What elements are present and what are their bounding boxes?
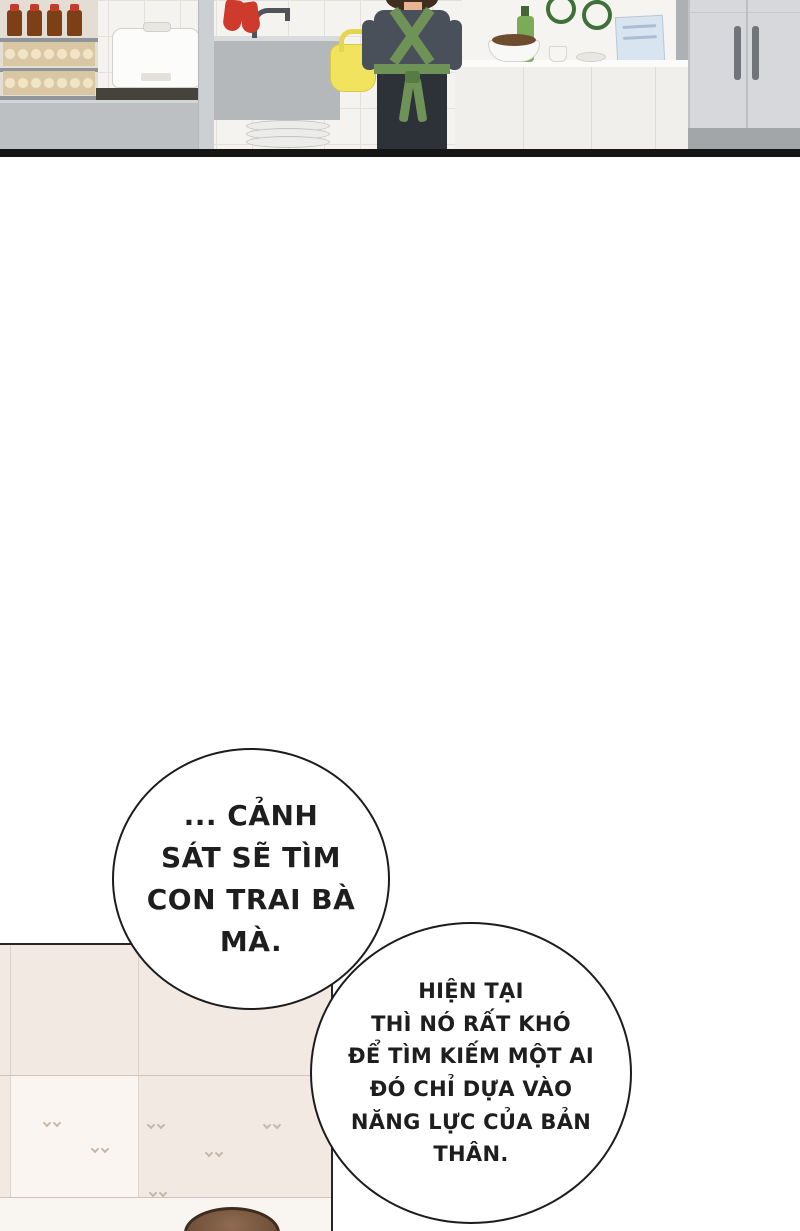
cup: [549, 46, 567, 62]
counter-seam: [655, 67, 656, 150]
sauce-bottle: [67, 4, 82, 36]
bubble-text-line: SÁT SẼ TÌM: [161, 841, 341, 874]
fridge-base: [688, 128, 800, 150]
chef-arm: [447, 20, 462, 70]
apron-bow-knot: [405, 71, 420, 83]
bubble-text-line: THÌ NÓ RẤT KHÓ: [371, 1011, 571, 1036]
sauce-bottle: [27, 4, 42, 36]
note-line: [622, 35, 657, 40]
wallpaper-mark: [42, 1111, 68, 1128]
shelf-bar: [0, 96, 98, 100]
fridge-handle: [752, 26, 759, 80]
wallpaper-mark: [204, 1141, 230, 1158]
egg-tray: [3, 71, 95, 95]
kitchen-counter: [455, 60, 688, 150]
bubble-text-line: CON TRAI BÀ: [146, 883, 356, 916]
wall-line: [0, 1075, 331, 1076]
fridge-handle: [734, 26, 741, 80]
wall-line: [0, 1197, 331, 1198]
wallpaper-mark: [148, 1181, 174, 1198]
sink-counter: [214, 36, 340, 120]
door-frame-line: [138, 945, 139, 1231]
shelf-bar: [0, 38, 98, 42]
sauce-bottle: [7, 4, 22, 36]
bubble-text-line: HIỆN TẠI: [418, 979, 524, 1004]
bubble-text-line: THÂN.: [433, 1142, 509, 1167]
bubble-text-left: ... CẢNH SÁT SẼ TÌM CON TRAI BÀ MÀ.: [147, 795, 356, 963]
wallpaper-mark: [90, 1137, 116, 1154]
chef-arm: [362, 20, 377, 70]
food-bowl: [488, 34, 540, 62]
cooker-shelf: [96, 88, 218, 100]
bubble-text-line: ĐÓ CHỈ DỰA VÀO: [369, 1077, 573, 1101]
bubble-text-line: NĂNG LỰC CỦA BẢN: [350, 1109, 592, 1134]
glove: [238, 0, 262, 35]
door-frame-line: [10, 945, 11, 1231]
note-line: [622, 24, 657, 29]
shelf-bar: [0, 68, 98, 72]
counter-seam: [591, 67, 592, 150]
rubber-gloves: [222, 0, 266, 36]
sign-ring: [546, 0, 576, 24]
sauce-bottle: [47, 4, 62, 36]
plate-stack: [246, 120, 330, 148]
speech-bubble-right: HIỆN TẠI THÌ NÓ RẤT KHÓ ĐỂ TÌM KIẾM MỘT …: [310, 922, 632, 1224]
wall-pillar: [198, 0, 214, 150]
bubble-text-line: ... CẢNH: [183, 799, 319, 832]
panel-border-bar: [0, 149, 800, 157]
kitchen-panel: [0, 0, 800, 150]
wallpaper-mark: [262, 1113, 288, 1130]
plate: [246, 136, 330, 148]
bubble-text-right: HIỆN TẠI THÌ NÓ RẤT KHÓ ĐỂ TÌM KIẾM MỘT …: [348, 975, 594, 1170]
chef-figure: [360, 0, 464, 150]
fridge-seam: [690, 12, 800, 13]
apron-waistband: [374, 64, 450, 74]
dish: [576, 52, 606, 62]
counter-seam: [523, 67, 524, 150]
rice-cooker: [112, 22, 200, 88]
wall-sign: [540, 0, 624, 48]
speech-bubble-left: ... CẢNH SÁT SẼ TÌM CON TRAI BÀ MÀ.: [112, 748, 390, 1010]
room-lower-surface: [0, 1198, 331, 1231]
note-paper: [614, 14, 666, 64]
wallpaper-mark: [146, 1113, 172, 1130]
fridge-door-divider: [746, 0, 748, 128]
bubble-text-line: ĐỂ TÌM KIẾM MỘT AI: [347, 1044, 595, 1069]
bubble-text-line: MÀ.: [219, 925, 283, 958]
counter-front: [0, 100, 214, 150]
refrigerator: [688, 0, 800, 128]
egg-tray: [3, 42, 95, 66]
sign-ring: [582, 0, 612, 30]
